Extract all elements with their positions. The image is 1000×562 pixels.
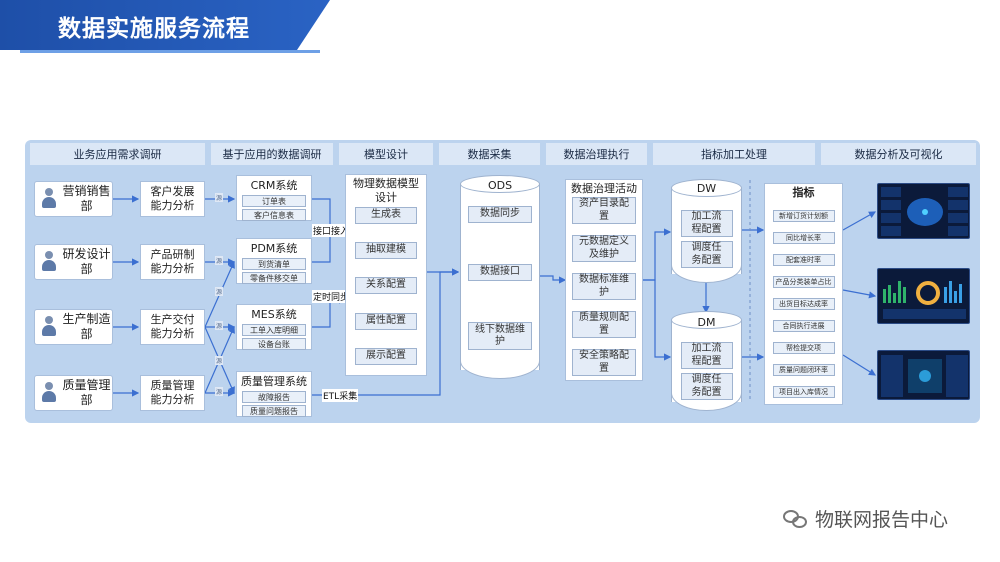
capability-delivery: 生产交付 能力分析 <box>140 309 205 345</box>
dashboard-thumbnail <box>877 183 970 239</box>
system-table: 工单入库明细 <box>242 324 306 336</box>
header-data-research: 基于应用的数据调研 <box>211 143 333 165</box>
system-mes: MES系统 工单入库明细 设备台账 <box>236 304 312 350</box>
system-table: 订单表 <box>242 195 306 207</box>
capability-customer: 客户发展 能力分析 <box>140 181 205 217</box>
title-underline <box>20 50 320 53</box>
governance-item: 资产目录配 置 <box>572 197 636 224</box>
indicator-item: 项目出入库情况 <box>772 386 835 398</box>
ods-item: 数据接口 <box>468 264 532 281</box>
indicators-panel: 指标 新增订货计划额 同比增长率 配套准时率 产品分类装单占比 出货目标达成率 … <box>764 183 843 405</box>
ods-item: 线下数据维 护 <box>468 322 532 350</box>
model-item: 展示配置 <box>355 348 417 365</box>
model-item: 生成表 <box>355 207 417 224</box>
header-data-collection: 数据采集 <box>439 143 540 165</box>
model-title: 物理数据模型 设计 <box>353 177 419 205</box>
model-item: 抽取建模 <box>355 242 417 259</box>
governance-panel: 数据治理活动 资产目录配 置 元数据定义 及维护 数据标准维 护 质量规则配 置… <box>565 179 643 381</box>
capability-quality: 质量管理 能力分析 <box>140 375 205 411</box>
dm-item: 加工流 程配置 <box>680 342 733 369</box>
connector-interface: 接口接入 <box>312 224 351 237</box>
system-quality: 质量管理系统 故障报告 质量问题报告 <box>236 371 312 417</box>
system-table: 客户信息表 <box>242 209 306 221</box>
user-icon <box>41 188 57 210</box>
dw-item: 调度任 务配置 <box>680 241 733 268</box>
indicator-item: 合同执行进展 <box>772 320 835 332</box>
capability-product: 产品研制 能力分析 <box>140 244 205 280</box>
governance-title: 数据治理活动 <box>571 182 637 195</box>
connector-sync: 定时同步 <box>312 290 351 303</box>
dw-store: DW 加工流 程配置 调度任 务配置 <box>671 179 742 283</box>
header-governance: 数据治理执行 <box>546 143 647 165</box>
dept-rnd: 研发设计部 <box>34 244 113 280</box>
model-item: 属性配置 <box>355 313 417 330</box>
source-tag: 源 <box>215 193 224 202</box>
dashboard-thumbnail <box>877 350 970 400</box>
dept-marketing: 营销销售部 <box>34 181 113 217</box>
dw-title: DW <box>696 182 717 195</box>
header-indicator-processing: 指标加工处理 <box>653 143 815 165</box>
source-tag: 源 <box>215 256 224 265</box>
header-business-requirements: 业务应用需求调研 <box>30 143 205 165</box>
governance-item: 安全策略配 置 <box>572 349 636 376</box>
header-visualization: 数据分析及可视化 <box>821 143 976 165</box>
ods-title: ODS <box>487 179 513 192</box>
wechat-icon <box>783 508 809 530</box>
system-title: PDM系统 <box>250 242 298 255</box>
watermark: 物联网报告中心 <box>783 505 948 532</box>
dashboard-map-image <box>881 187 968 236</box>
dashboard-thumbnail <box>877 268 970 324</box>
dw-item: 加工流 程配置 <box>680 210 733 237</box>
indicator-item: 产品分类装单占比 <box>772 276 835 288</box>
indicator-item: 质量问题闭环率 <box>772 364 835 376</box>
ods-store: ODS 数据同步 数据接口 线下数据维 护 <box>460 175 540 379</box>
dm-store: DM 加工流 程配置 调度任 务配置 <box>671 311 742 411</box>
system-table: 设备台账 <box>242 338 306 350</box>
model-item: 关系配置 <box>355 277 417 294</box>
source-tag: 源 <box>215 387 224 396</box>
indicator-item: 帮检提交项 <box>772 342 835 354</box>
source-tag: 源 <box>215 356 224 365</box>
model-design-panel: 物理数据模型 设计 生成表 抽取建模 关系配置 属性配置 展示配置 <box>345 174 427 376</box>
indicator-item: 新增订货计划额 <box>772 210 835 222</box>
connector-etl: ETL采集 <box>322 389 359 402</box>
indicators-title: 指标 <box>792 186 815 199</box>
system-pdm: PDM系统 到货清单 零备件移交单 <box>236 238 312 284</box>
dashboard-bars-image <box>883 281 966 319</box>
page-title: 数据实施服务流程 <box>58 16 250 42</box>
dm-title: DM <box>697 316 716 329</box>
source-tag: 源 <box>215 287 224 296</box>
system-table: 到货清单 <box>242 258 306 270</box>
indicator-item: 出货目标达成率 <box>772 298 835 310</box>
source-tag: 源 <box>215 321 224 330</box>
title-banner <box>0 0 330 50</box>
system-table: 质量问题报告 <box>242 405 306 417</box>
governance-item: 质量规则配 置 <box>572 311 636 338</box>
governance-item: 元数据定义 及维护 <box>572 235 636 262</box>
user-icon <box>41 251 57 273</box>
system-title: MES系统 <box>251 308 297 321</box>
system-table: 零备件移交单 <box>242 272 306 284</box>
dept-quality: 质量管理部 <box>34 375 113 411</box>
system-crm: CRM系统 订单表 客户信息表 <box>236 175 312 221</box>
system-title: CRM系统 <box>250 179 298 192</box>
dm-item: 调度任 务配置 <box>680 373 733 400</box>
ods-item: 数据同步 <box>468 206 532 223</box>
dept-production: 生产制造部 <box>34 309 113 345</box>
indicator-item: 配套准时率 <box>772 254 835 266</box>
indicator-item: 同比增长率 <box>772 232 835 244</box>
user-icon <box>41 382 57 404</box>
system-title: 质量管理系统 <box>241 375 307 388</box>
user-icon <box>41 316 57 338</box>
system-table: 故障报告 <box>242 391 306 403</box>
dashboard-city-image <box>881 355 968 397</box>
governance-item: 数据标准维 护 <box>572 273 636 300</box>
header-model-design: 模型设计 <box>339 143 433 165</box>
